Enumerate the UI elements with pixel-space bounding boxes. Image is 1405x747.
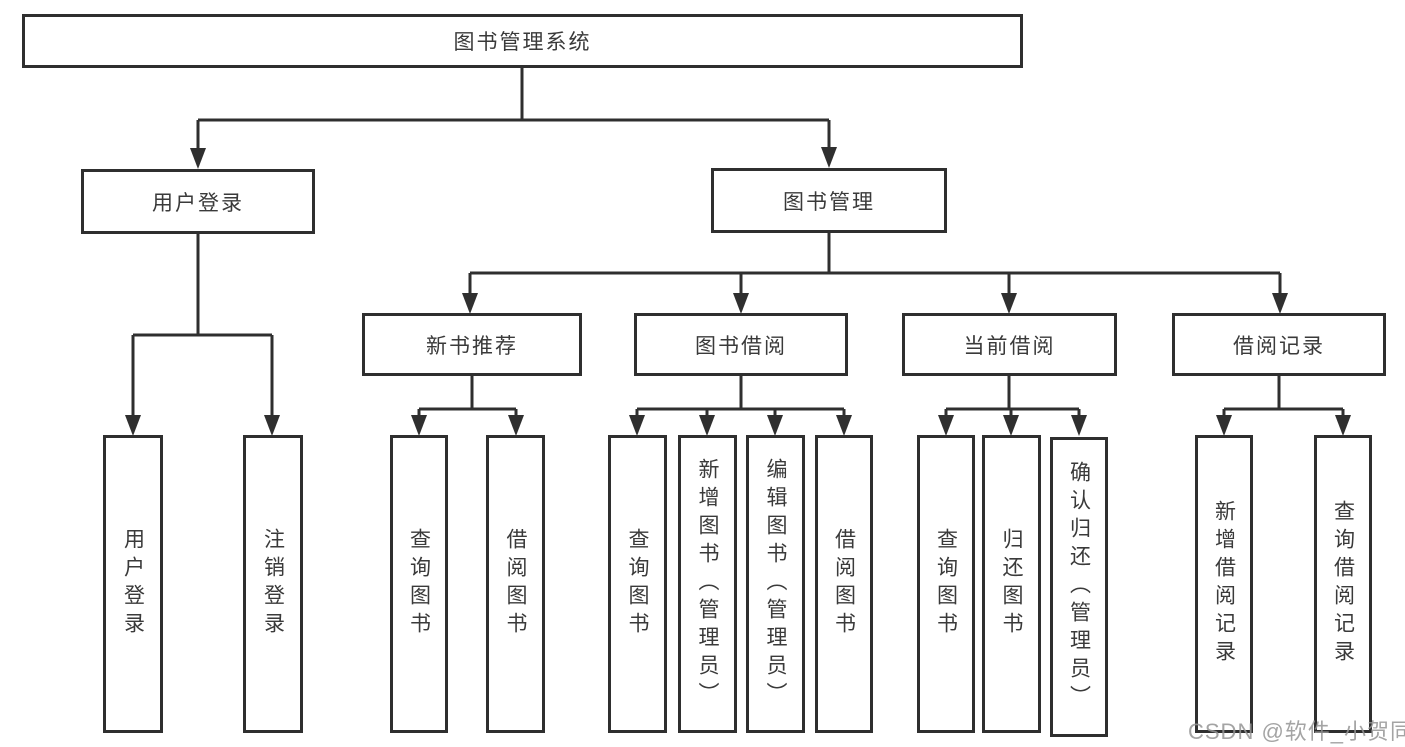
arrow-icon	[1003, 415, 1019, 436]
node-book-management-label: 图书管理	[783, 190, 875, 214]
node-book-borrow-label: 图书借阅	[695, 334, 787, 358]
arrow-icon	[125, 415, 141, 436]
arrow-icon	[190, 148, 206, 169]
leaf-logout-label: 注销登录	[261, 528, 285, 640]
arrowheads	[125, 147, 1351, 436]
arrow-icon	[1001, 293, 1017, 314]
leaf-logout: 注销登录	[243, 435, 303, 733]
arrow-icon	[733, 293, 749, 314]
node-user-login-label: 用户登录	[152, 191, 244, 215]
csdn-watermark: CSDN @软件_小贺同学	[1188, 719, 1405, 744]
arrow-icon	[1216, 415, 1232, 436]
leaf-confirm-return-admin: 确认归还（管理员）	[1050, 437, 1108, 737]
arrow-icon	[938, 415, 954, 436]
leaf-query-borrow-record-label: 查询借阅记录	[1331, 500, 1355, 668]
leaf-borrow-books-recommend: 借阅图书	[486, 435, 545, 733]
leaf-return-books-label: 归还图书	[1000, 528, 1023, 640]
arrow-icon	[1335, 415, 1351, 436]
arrow-icon	[821, 147, 837, 168]
leaf-borrow-books-label: 借阅图书	[832, 528, 856, 640]
leaf-add-books-admin-label: 新增图书（管理员）	[696, 458, 719, 710]
connector-paths	[131, 68, 1345, 419]
node-borrow-records-label: 借阅记录	[1233, 334, 1325, 358]
arrow-icon	[767, 415, 783, 436]
arrow-icon	[699, 415, 715, 436]
leaf-query-books-current-label: 查询图书	[934, 528, 958, 640]
node-book-management: 图书管理	[711, 168, 947, 233]
arrow-icon	[1071, 415, 1087, 436]
node-book-borrow: 图书借阅	[634, 313, 848, 376]
arrow-icon	[508, 415, 524, 436]
leaf-query-books-recommend-label: 查询图书	[407, 528, 431, 640]
node-current-borrow-label: 当前借阅	[963, 334, 1056, 358]
node-new-book-recommend-label: 新书推荐	[426, 334, 518, 358]
node-root: 图书管理系统	[22, 14, 1023, 68]
leaf-query-books-recommend: 查询图书	[390, 435, 448, 733]
arrow-icon	[836, 415, 852, 436]
arrow-icon	[411, 415, 427, 436]
leaf-return-books: 归还图书	[982, 435, 1041, 733]
leaf-query-borrow-record: 查询借阅记录	[1314, 435, 1372, 733]
node-borrow-records: 借阅记录	[1172, 313, 1386, 376]
leaf-query-books-borrow-label: 查询图书	[626, 528, 649, 640]
leaf-query-books-borrow: 查询图书	[608, 435, 667, 733]
leaf-confirm-return-admin-label: 确认归还（管理员）	[1067, 461, 1091, 713]
arrow-icon	[462, 293, 478, 314]
leaf-add-books-admin: 新增图书（管理员）	[678, 435, 737, 733]
arrow-icon	[1272, 293, 1288, 314]
node-root-label: 图书管理系统	[453, 31, 592, 54]
leaf-edit-books-admin: 编辑图书（管理员）	[746, 435, 805, 733]
node-user-login: 用户登录	[81, 169, 315, 234]
leaf-user-login-label: 用户登录	[121, 528, 145, 640]
node-new-book-recommend: 新书推荐	[362, 313, 582, 376]
leaf-add-borrow-record-label: 新增借阅记录	[1212, 500, 1236, 668]
leaf-query-books-current: 查询图书	[917, 435, 975, 733]
leaf-add-borrow-record: 新增借阅记录	[1195, 435, 1253, 733]
leaf-borrow-books: 借阅图书	[815, 435, 873, 733]
leaf-edit-books-admin-label: 编辑图书（管理员）	[764, 458, 787, 710]
leaf-user-login: 用户登录	[103, 435, 163, 733]
arrow-icon	[264, 415, 280, 436]
leaf-borrow-books-recommend-label: 借阅图书	[504, 528, 527, 640]
node-current-borrow: 当前借阅	[902, 313, 1117, 376]
arrow-icon	[629, 415, 645, 436]
